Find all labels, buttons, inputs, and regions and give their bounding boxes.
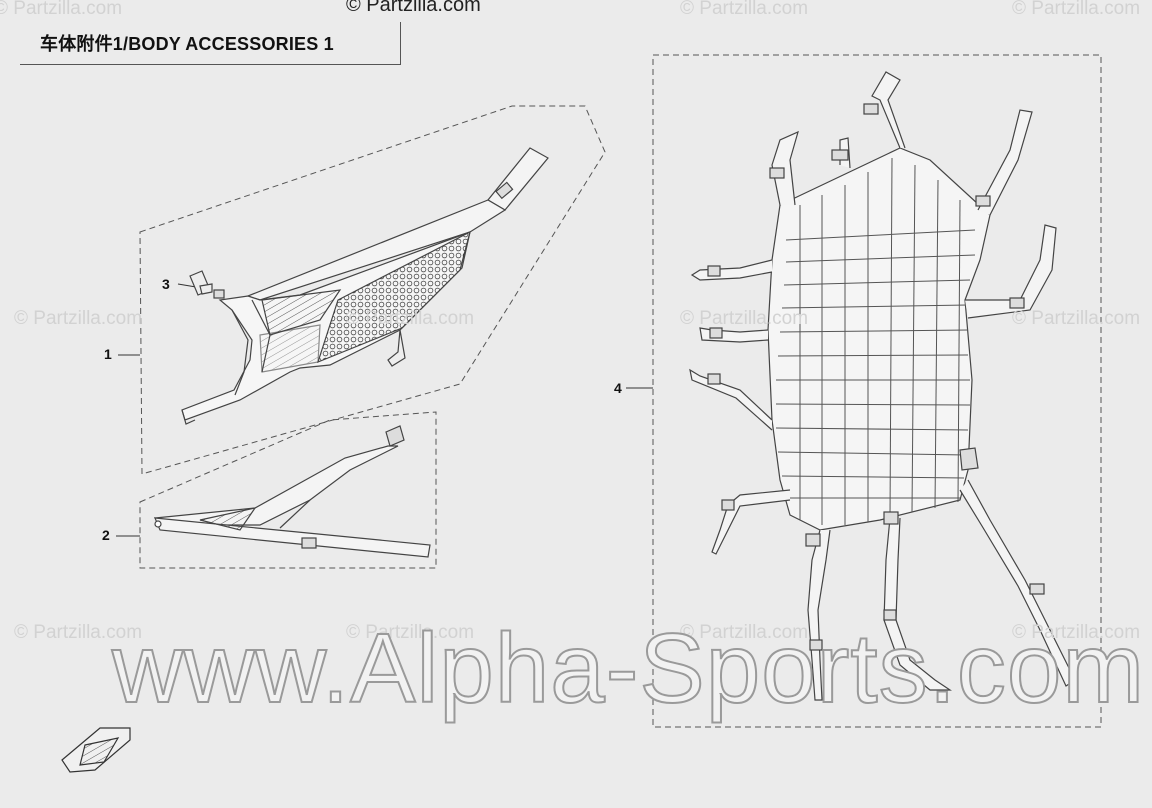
- direction-arrow-icon: [61, 727, 131, 773]
- partzilla-watermark: © Partzilla.com: [14, 308, 143, 329]
- callout-1[interactable]: 1: [104, 346, 112, 362]
- partzilla-watermark: © Partzilla.com: [680, 0, 809, 19]
- group-box-2: [139, 411, 437, 569]
- partzilla-watermark: © Partzilla.com: [1012, 0, 1141, 19]
- part-4-cargo-net: [689, 71, 1076, 701]
- group-box-1: [139, 105, 606, 475]
- title-frame: [20, 22, 401, 65]
- callout-3[interactable]: 3: [162, 276, 170, 292]
- partzilla-watermark: © Partzilla.com: [680, 622, 809, 643]
- partzilla-watermark: © Partzilla.com: [14, 622, 143, 643]
- group-box-4: [652, 54, 1102, 728]
- page-title: 车体附件1/BODY ACCESSORIES 1: [40, 34, 334, 54]
- partzilla-watermark: © Partzilla.com: [346, 308, 475, 329]
- partzilla-watermark: © Partzilla.com: [1012, 622, 1141, 643]
- callout-2[interactable]: 2: [102, 527, 110, 543]
- partzilla-watermark: © Partzilla.com: [1012, 308, 1141, 329]
- partzilla-watermark: © Partzilla.com: [346, 622, 475, 643]
- callout-4[interactable]: 4: [614, 380, 622, 396]
- alpha-sports-watermark: www.Alpha-Sports.com: [111, 612, 1146, 724]
- part-2-lower-net: [153, 425, 431, 558]
- part-3-clip: [189, 270, 213, 296]
- part-1-side-net: [181, 147, 549, 425]
- partzilla-watermark: © Partzilla.com: [680, 308, 809, 329]
- top-watermark: © Partzilla.com: [346, 0, 481, 16]
- partzilla-watermark: © Partzilla.com: [0, 0, 123, 19]
